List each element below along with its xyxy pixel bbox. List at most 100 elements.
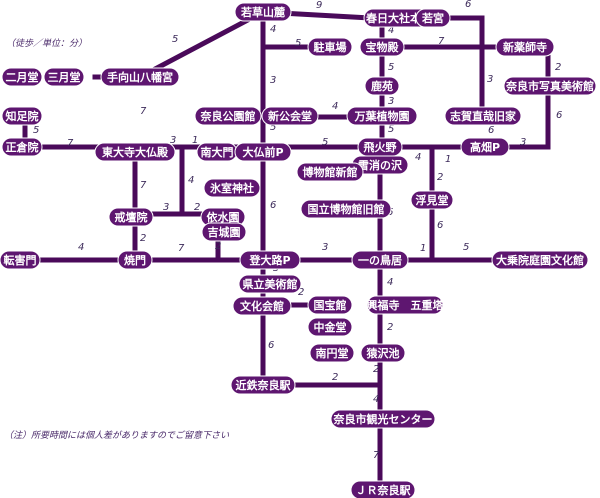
place-node-shiga[interactable]: 志賀直哉旧家 (444, 106, 522, 126)
place-node-narakoenkan[interactable]: 奈良公園館 (194, 106, 262, 126)
walk-time-label: 1 (192, 135, 198, 146)
place-node-label: 正倉院 (6, 140, 39, 154)
place-node-bg (203, 178, 261, 198)
place-node-bg (503, 76, 597, 96)
place-node-bg (194, 106, 262, 126)
place-node-bg (300, 199, 392, 219)
place-node-bg (307, 295, 353, 315)
walk-time-label: 5 (33, 125, 39, 136)
place-node-daijoin[interactable]: 大乗院庭園文化館 (491, 250, 589, 270)
walk-time-label: 5 (388, 62, 394, 73)
place-node-nigatsudo[interactable]: 二月堂 (1, 67, 43, 87)
place-node-homotsuden[interactable]: 宝物殿 (359, 37, 405, 57)
place-node-manyo[interactable]: 万葉植物園 (346, 106, 418, 126)
place-node-yakimon[interactable]: 焼門 (117, 250, 153, 270)
walk-time-label: 5 (172, 34, 178, 45)
place-node-bg (410, 190, 454, 210)
place-node-bg (307, 317, 353, 337)
place-node-kenritsu[interactable]: 県立美術館 (238, 274, 302, 294)
place-node-kokuhokan[interactable]: 国宝館 (307, 295, 353, 315)
place-node-label: 登大路P (248, 253, 290, 267)
place-node-nanendo[interactable]: 南円堂 (309, 343, 355, 363)
walk-time-label: 4 (388, 25, 394, 36)
place-node-rokuen[interactable]: 鹿苑 (364, 76, 400, 96)
place-node-label: 依水園 (207, 210, 240, 224)
place-node-bg (1, 137, 43, 157)
unit-note: （徒歩／単位：分） (6, 39, 88, 49)
place-node-hakubutsukan_shin[interactable]: 博物館新館 (296, 162, 364, 182)
place-node-label: 博物館新館 (303, 165, 358, 179)
walk-time-label: 1 (445, 154, 451, 165)
place-node-bg (460, 137, 510, 157)
place-node-noborioji[interactable]: 登大路P (239, 250, 301, 270)
place-node-yukigenosawa[interactable]: 雪消の沢 (351, 155, 409, 175)
place-node-chushajo[interactable]: 駐車場 (307, 37, 353, 57)
walk-time-label: 7 (438, 36, 445, 47)
walk-time-label: 2 (437, 172, 443, 183)
walk-time-label: 6 (465, 0, 471, 10)
place-node-jrnara[interactable]: ＪＲ奈良駅 (350, 480, 416, 498)
place-node-wakakusa[interactable]: 若草山麓 (234, 2, 292, 22)
place-node-himuro[interactable]: 氷室神社 (203, 178, 261, 198)
place-node-chisokuin[interactable]: 知足院 (1, 106, 43, 126)
walk-time-label: 6 (437, 220, 443, 231)
place-node-bg (1, 106, 43, 126)
place-node-takabatake[interactable]: 高畑P (460, 137, 510, 157)
place-node-label: 吉城園 (208, 225, 241, 239)
place-node-shosoin[interactable]: 正倉院 (1, 137, 43, 157)
place-node-label: 中金堂 (314, 320, 347, 334)
place-node-bg (117, 250, 153, 270)
place-node-label: 県立美術館 (243, 277, 298, 291)
place-node-label: 高畑P (470, 140, 500, 154)
place-node-kokuritsu_kyu[interactable]: 国立博物館旧館 (300, 199, 392, 219)
place-node-kaidanin[interactable]: 戒壇院 (108, 207, 154, 227)
place-node-sarusawa[interactable]: 猿沢池 (360, 343, 406, 363)
caution-note: （注）所要時間には個人差がありますのでご留意下さい (4, 431, 230, 441)
walk-time-label: 7 (373, 450, 380, 461)
place-node-tamukeyama[interactable]: 手向山八幡宮 (100, 67, 180, 87)
place-node-yoshikien[interactable]: 吉城園 (201, 222, 247, 242)
place-node-wakamiya[interactable]: 若宮 (415, 8, 451, 28)
place-node-label: 二月堂 (6, 70, 39, 84)
place-node-label: 奈良公園館 (200, 109, 256, 123)
place-node-ukimido[interactable]: 浮見堂 (410, 190, 454, 210)
walk-time-label: 4 (415, 152, 421, 163)
place-node-bg (94, 142, 176, 162)
walk-time-label: 2 (298, 287, 304, 298)
walk-time-label: 5 (463, 242, 469, 253)
place-node-nandaimon[interactable]: 南大門 (196, 142, 238, 162)
place-node-shinkokaido[interactable]: 新公会堂 (261, 106, 319, 126)
place-node-chukondo[interactable]: 中金堂 (307, 317, 353, 337)
place-node-bg (1, 67, 43, 87)
place-node-bg (230, 375, 296, 395)
place-node-todaiji[interactable]: 東大寺大仏殿 (94, 142, 176, 162)
place-node-shashin[interactable]: 奈良市写真美術館 (503, 76, 597, 96)
place-node-shinyakushiji[interactable]: 新薬師寺 (495, 37, 555, 57)
place-node-tengaimon[interactable]: 転害門 (0, 250, 41, 270)
place-node-label: 万葉植物園 (354, 109, 410, 123)
walk-time-label: 4 (387, 277, 393, 288)
place-node-kankocenter[interactable]: 奈良市観光センター (330, 409, 436, 429)
walk-time-label: 4 (270, 24, 276, 35)
place-node-label: 大乗院庭園文化館 (496, 253, 584, 267)
place-node-label: 一の鳥居 (358, 253, 402, 267)
place-node-sangatsudo[interactable]: 三月堂 (43, 67, 85, 87)
place-node-tobihino[interactable]: 飛火野 (357, 137, 403, 157)
place-node-label: ＪＲ奈良駅 (356, 483, 411, 497)
walk-time-label: 6 (488, 125, 494, 136)
place-node-bg (359, 37, 405, 57)
place-node-ichinotorii[interactable]: 一の鳥居 (351, 250, 409, 270)
place-node-label: 興福寺 五重塔 (367, 298, 445, 312)
walk-time-label: 7 (140, 180, 147, 191)
place-node-kofukuji[interactable]: 興福寺 五重塔 (366, 295, 445, 315)
walk-time-label: 2 (332, 372, 338, 383)
place-node-bg (351, 250, 409, 270)
place-node-kintetsu[interactable]: 近鉄奈良駅 (230, 375, 296, 395)
place-node-bg (261, 106, 319, 126)
walk-time-label: 4 (78, 242, 84, 253)
place-node-bunkakaikan[interactable]: 文化会館 (232, 296, 292, 316)
walk-time-label: 2 (373, 364, 379, 375)
place-node-daibutsumae[interactable]: 大仏前P (234, 142, 292, 162)
place-node-isuien[interactable]: 依水園 (200, 207, 246, 227)
